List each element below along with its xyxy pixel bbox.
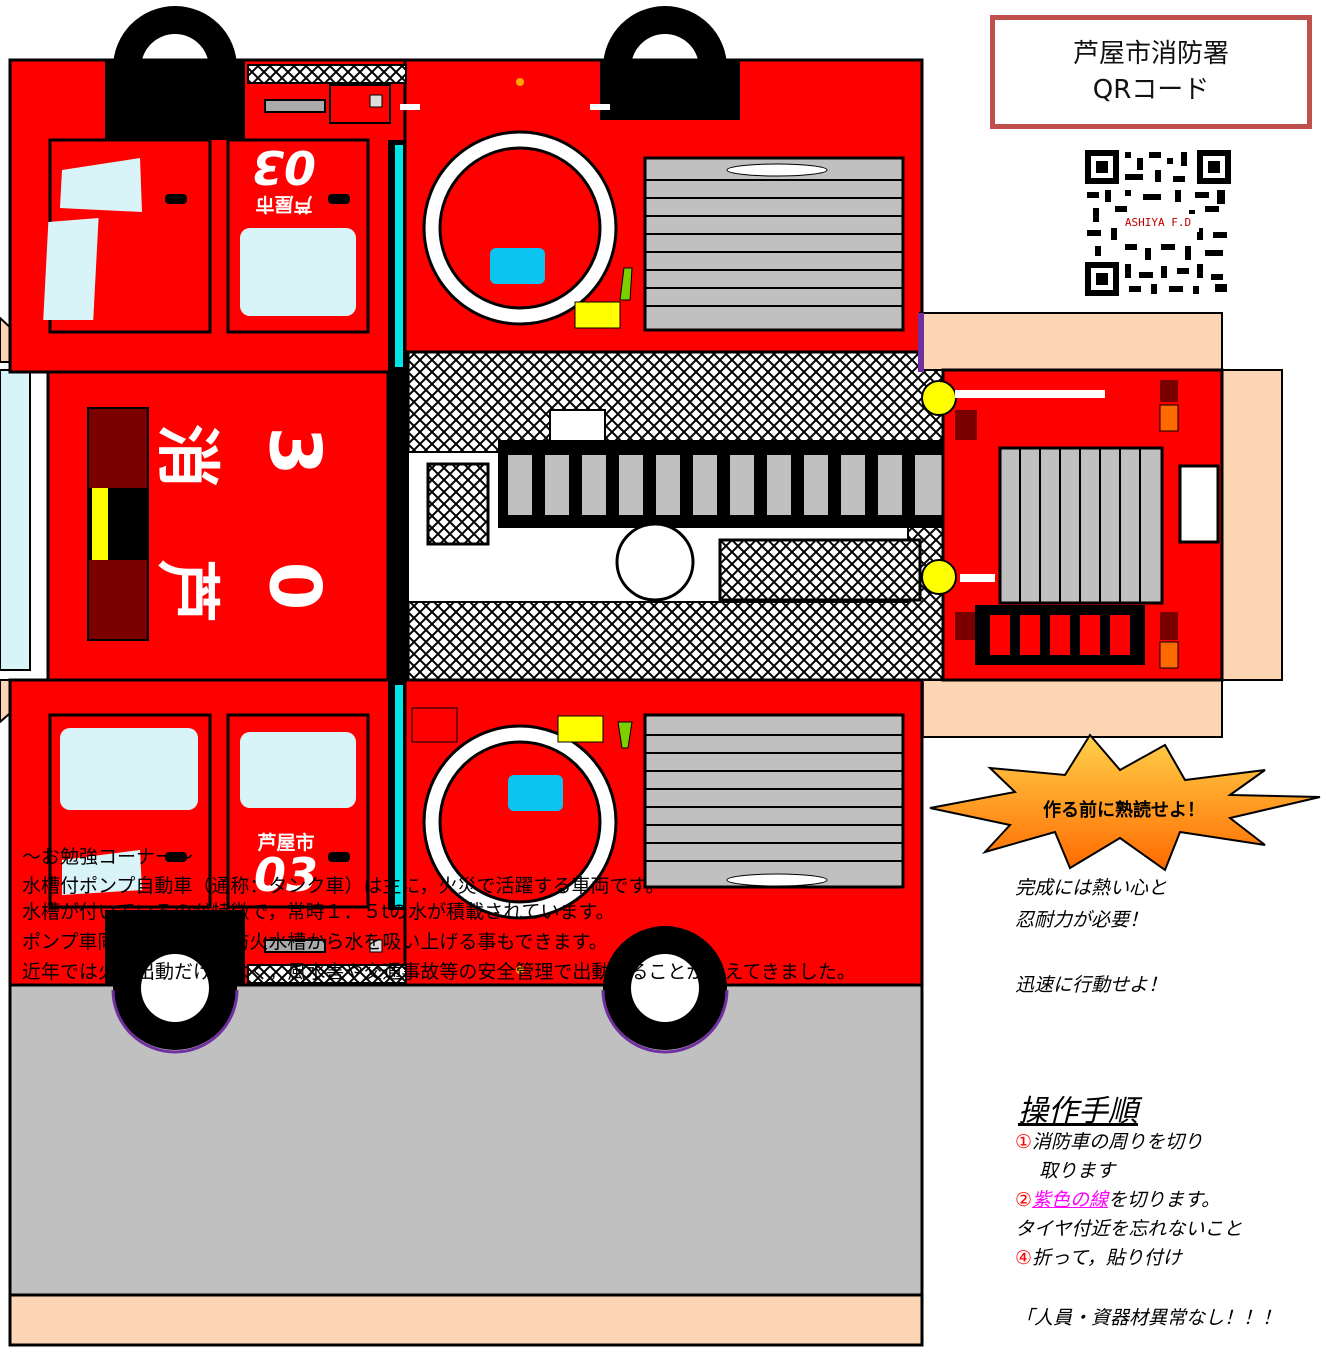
rear-tab-bottom [919,679,1223,738]
steps-heading: 操作手順 [1018,1094,1138,1129]
study-p2: 水槽が付いているのが特徴で，常時１．５tの水が積載されています。 [22,901,615,923]
step-1: ①消防車の周りを切り [1015,1131,1204,1153]
warning-line2: 忍耐力が必要！ [1015,909,1149,931]
roof-char-3: 0 [253,561,336,611]
side-number-top: 03 [252,140,317,194]
study-corner: 〜お勉強コーナー〜 水槽付ポンプ自動車（通称：タンク車）は主に，火災で活躍する車… [22,844,922,985]
study-p4: 近年では火災出動だけでなく，風水害や交通事故等の安全管理で出動することが増えてき… [22,961,856,983]
step-4: ④折って，貼り付け [1015,1247,1182,1269]
shutter-top [643,156,905,332]
step-1b: 取ります [1039,1160,1116,1182]
qr-stamp: ASHIYA F.D [1124,216,1192,229]
warning-burst-text: 作る前に熟読せよ！ [1043,800,1205,821]
rear-tab-right [1219,369,1283,681]
steps-list: ①消防車の周りを切り 取ります ②紫色の線を切ります。 タイヤ付近を忘れないこと… [1015,1128,1281,1333]
closing-line: 「人員・資器材異常なし！！！ [1015,1307,1282,1329]
study-title: 〜お勉強コーナー〜 [22,846,194,868]
roof-char-4: 3 [253,426,336,476]
warning-line3: 迅速に行動せよ！ [1015,974,1168,996]
bottom-tab [8,1293,924,1347]
study-p1: 水槽付ポンプ自動車（通称：タンク車）は主に，火災で活躍する車両です。 [22,875,665,897]
roof-char-1: 芦 [149,559,223,623]
siren [615,522,695,602]
rear-tab-top [919,312,1223,371]
left-glass-strip [0,369,31,671]
qr-code[interactable] [1085,150,1231,296]
shutter-bottom [643,713,905,889]
study-p3: ポンプ車同様，消火栓や防火水槽から水を吸い上げる事もできます。 [22,931,608,953]
side-number-bottom: 03 [253,848,318,902]
roof-char-2: 消 [149,424,223,488]
step-2: ②紫色の線を切ります。 [1015,1189,1221,1211]
qr-title-line2: QRコード [1092,75,1210,105]
warning-burst [929,733,1321,872]
side-label-top: 芦屋市 [255,193,313,215]
roof-black-strip [388,372,408,680]
step-2b: タイヤ付近を忘れないこと [1015,1218,1243,1240]
qr-title-box: 芦屋市消防署 QRコード [990,15,1312,129]
side-label-bottom: 芦屋市 [257,832,315,854]
warning-line1: 完成には熱い心と [1015,877,1168,899]
qr-title-line1: 芦屋市消防署 [1072,39,1229,69]
